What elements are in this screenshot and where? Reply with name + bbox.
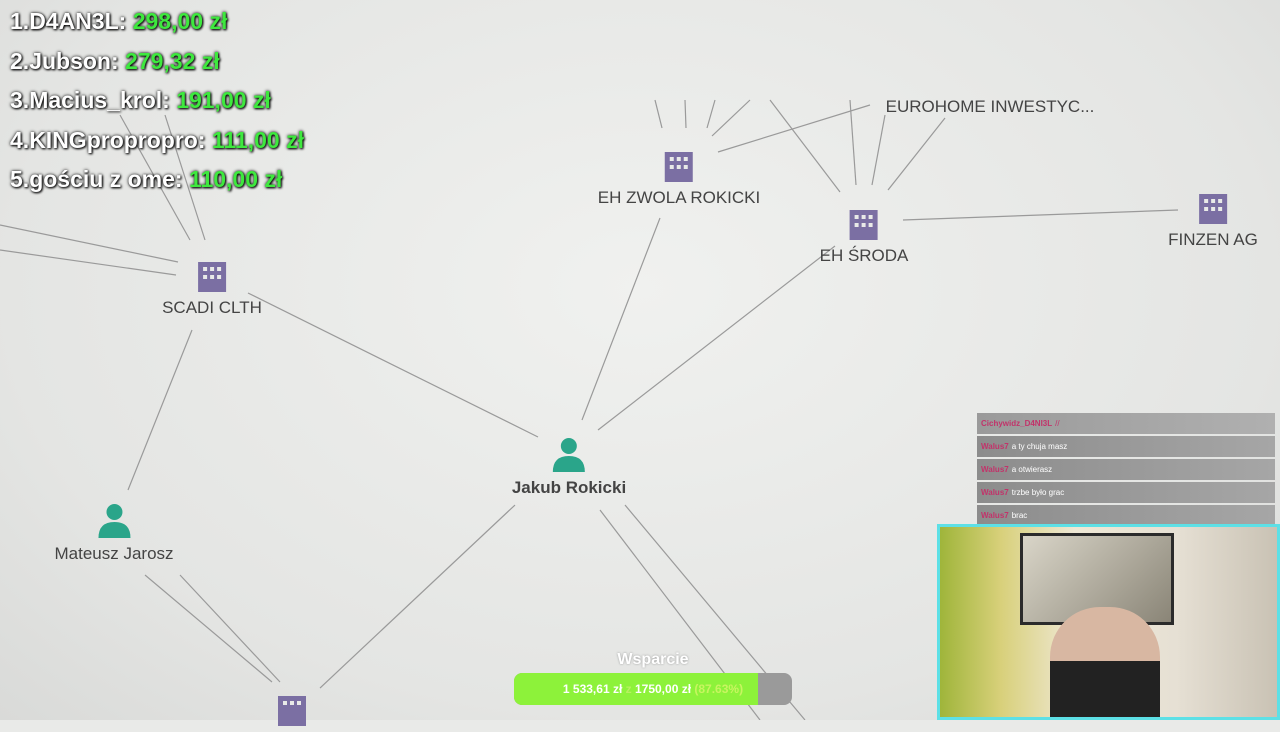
rank: 2. xyxy=(10,47,30,74)
separator: z xyxy=(625,682,632,696)
percent-label: (87.63%) xyxy=(694,682,744,696)
support-title: Wsparcie xyxy=(617,651,689,668)
graph-node-eurohome[interactable]: EUROHOME INWESTYC... xyxy=(886,97,1095,117)
chat-username: Walus7 xyxy=(981,511,1009,520)
support-progress-text: 1 533,61 zł z 1750,00 zł (87.63%) xyxy=(514,673,792,705)
building-icon xyxy=(1198,194,1227,224)
donation-amount: 279,32 zł xyxy=(125,47,220,74)
node-label: SCADI CLTH xyxy=(162,298,262,317)
rank: 5. xyxy=(10,166,30,192)
building-icon xyxy=(198,262,226,292)
donation-amount: 191,00 zł xyxy=(176,87,271,113)
chat-text: a otwierasz xyxy=(1011,465,1053,474)
rank: 4. xyxy=(10,126,30,153)
chat-username: Walus7 xyxy=(981,442,1009,451)
donor-name: D4AN3L: xyxy=(29,8,127,34)
chat-text: trzbe było grac xyxy=(1011,488,1065,497)
graph-node-bottom-company[interactable] xyxy=(276,692,308,732)
donor-name: Jubson: xyxy=(29,47,119,74)
streamer xyxy=(1050,607,1160,717)
donor-name: gościu z ome: xyxy=(29,166,183,192)
donation-amount: 298,00 zł xyxy=(132,8,228,34)
support-progress-fill xyxy=(514,673,758,705)
support-goal: Wsparcie 1 533,61 zł z 1750,00 zł (87.63… xyxy=(514,651,792,705)
node-label: EH ŚRODA xyxy=(819,246,909,265)
chat-text: a ty chuja masz xyxy=(1011,442,1068,451)
person-icon xyxy=(552,438,585,472)
current-amount: 1 533,61 zł xyxy=(562,682,623,696)
chat-username: Walus7 xyxy=(981,465,1009,474)
leaderboard-entry: 5.gościu z ome: 110,00 zł xyxy=(10,166,304,206)
donation-amount: 110,00 zł xyxy=(188,166,283,192)
chat-username: Cichywidz_D4NI3L xyxy=(981,419,1053,428)
chat-username: Walus7 xyxy=(981,488,1009,497)
webcam-feed xyxy=(937,524,1280,720)
donor-name: Macius_krol: xyxy=(29,87,170,113)
graph-node-jakub-rokicki[interactable]: Jakub Rokicki xyxy=(512,436,626,498)
donation-amount: 111,00 zł xyxy=(211,126,304,153)
graph-node-mateusz-jarosz[interactable]: Mateusz Jarosz xyxy=(54,502,174,564)
node-label: Jakub Rokicki xyxy=(511,478,627,497)
graph-node-eh-zwola-rokicki[interactable]: EH ZWOLA ROKICKI xyxy=(598,148,760,208)
graph-node-scadi-clth[interactable]: SCADI CLTH xyxy=(162,258,262,318)
building-icon xyxy=(278,696,306,726)
building-icon xyxy=(664,152,693,182)
leaderboard-entry: 2.Jubson: 279,32 zł xyxy=(10,48,304,88)
support-progress-bar: 1 533,61 zł z 1750,00 zł (87.63%) xyxy=(514,673,792,705)
leaderboard-entry: 1.D4AN3L: 298,00 zł xyxy=(10,8,304,48)
node-label: Mateusz Jarosz xyxy=(54,544,174,563)
leaderboard-entry: 3.Macius_krol: 191,00 zł xyxy=(10,87,304,127)
graph-node-eh-sroda[interactable]: EH ŚRODA xyxy=(819,206,909,266)
node-label: EH ZWOLA ROKICKI xyxy=(597,188,761,207)
node-label: EUROHOME INWESTYC... xyxy=(885,97,1095,116)
building-icon xyxy=(849,210,878,240)
graph-node-finzen-ag[interactable]: FINZEN AG xyxy=(1168,190,1258,250)
donor-name: KINGpropropro: xyxy=(29,126,206,153)
person-icon xyxy=(97,504,130,538)
node-label: FINZEN AG xyxy=(1168,230,1258,249)
donation-leaderboard: 1.D4AN3L: 298,00 zł 2.Jubson: 279,32 zł … xyxy=(10,8,304,206)
chat-text: brac xyxy=(1011,511,1028,520)
chat-header: Cichywidz_D4NI3L// xyxy=(977,413,1275,434)
goal-amount: 1750,00 zł xyxy=(634,682,692,696)
leaderboard-entry: 4.KINGpropropro: 111,00 zł xyxy=(10,127,304,167)
rank: 3. xyxy=(10,87,30,113)
rank: 1. xyxy=(10,8,30,34)
